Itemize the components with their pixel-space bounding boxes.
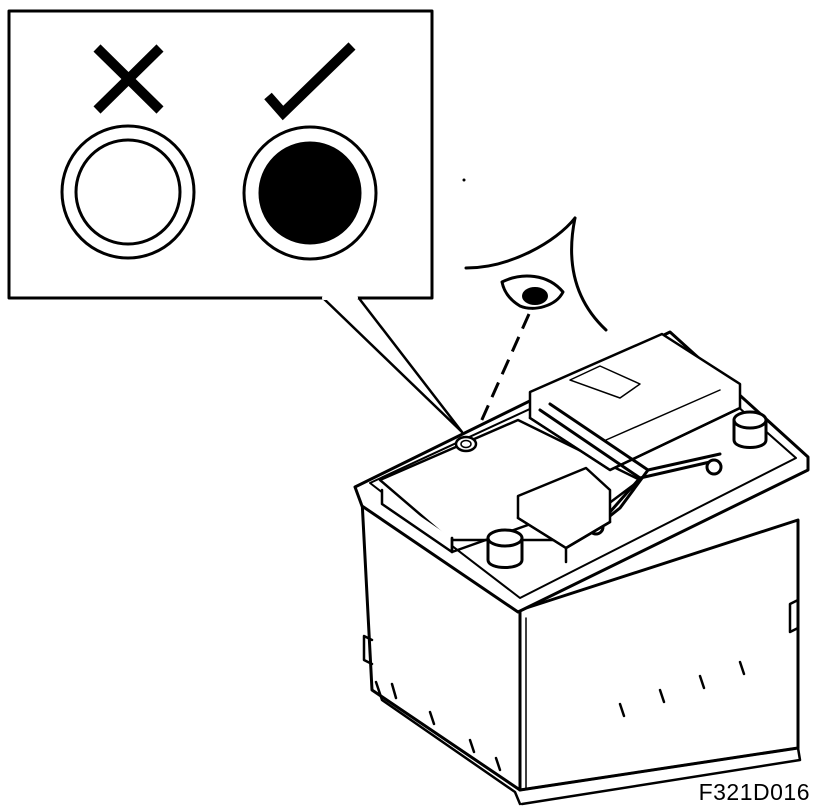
callout-pointer	[320, 295, 464, 434]
good-indicator	[242, 42, 378, 261]
battery	[353, 330, 810, 806]
bad-indicator	[60, 44, 196, 260]
figure-code: F321D016	[698, 779, 810, 805]
clear-indicator-eye	[74, 138, 182, 246]
charge-indicator-hole	[454, 435, 478, 453]
dark-indicator-eye	[258, 141, 362, 245]
negative-terminal	[732, 410, 768, 449]
line-of-sight	[478, 313, 531, 425]
cross-icon	[93, 44, 164, 114]
positive-terminal	[486, 528, 524, 569]
eye-icon	[462, 178, 608, 332]
battery-base	[374, 680, 802, 806]
check-icon	[264, 42, 356, 121]
